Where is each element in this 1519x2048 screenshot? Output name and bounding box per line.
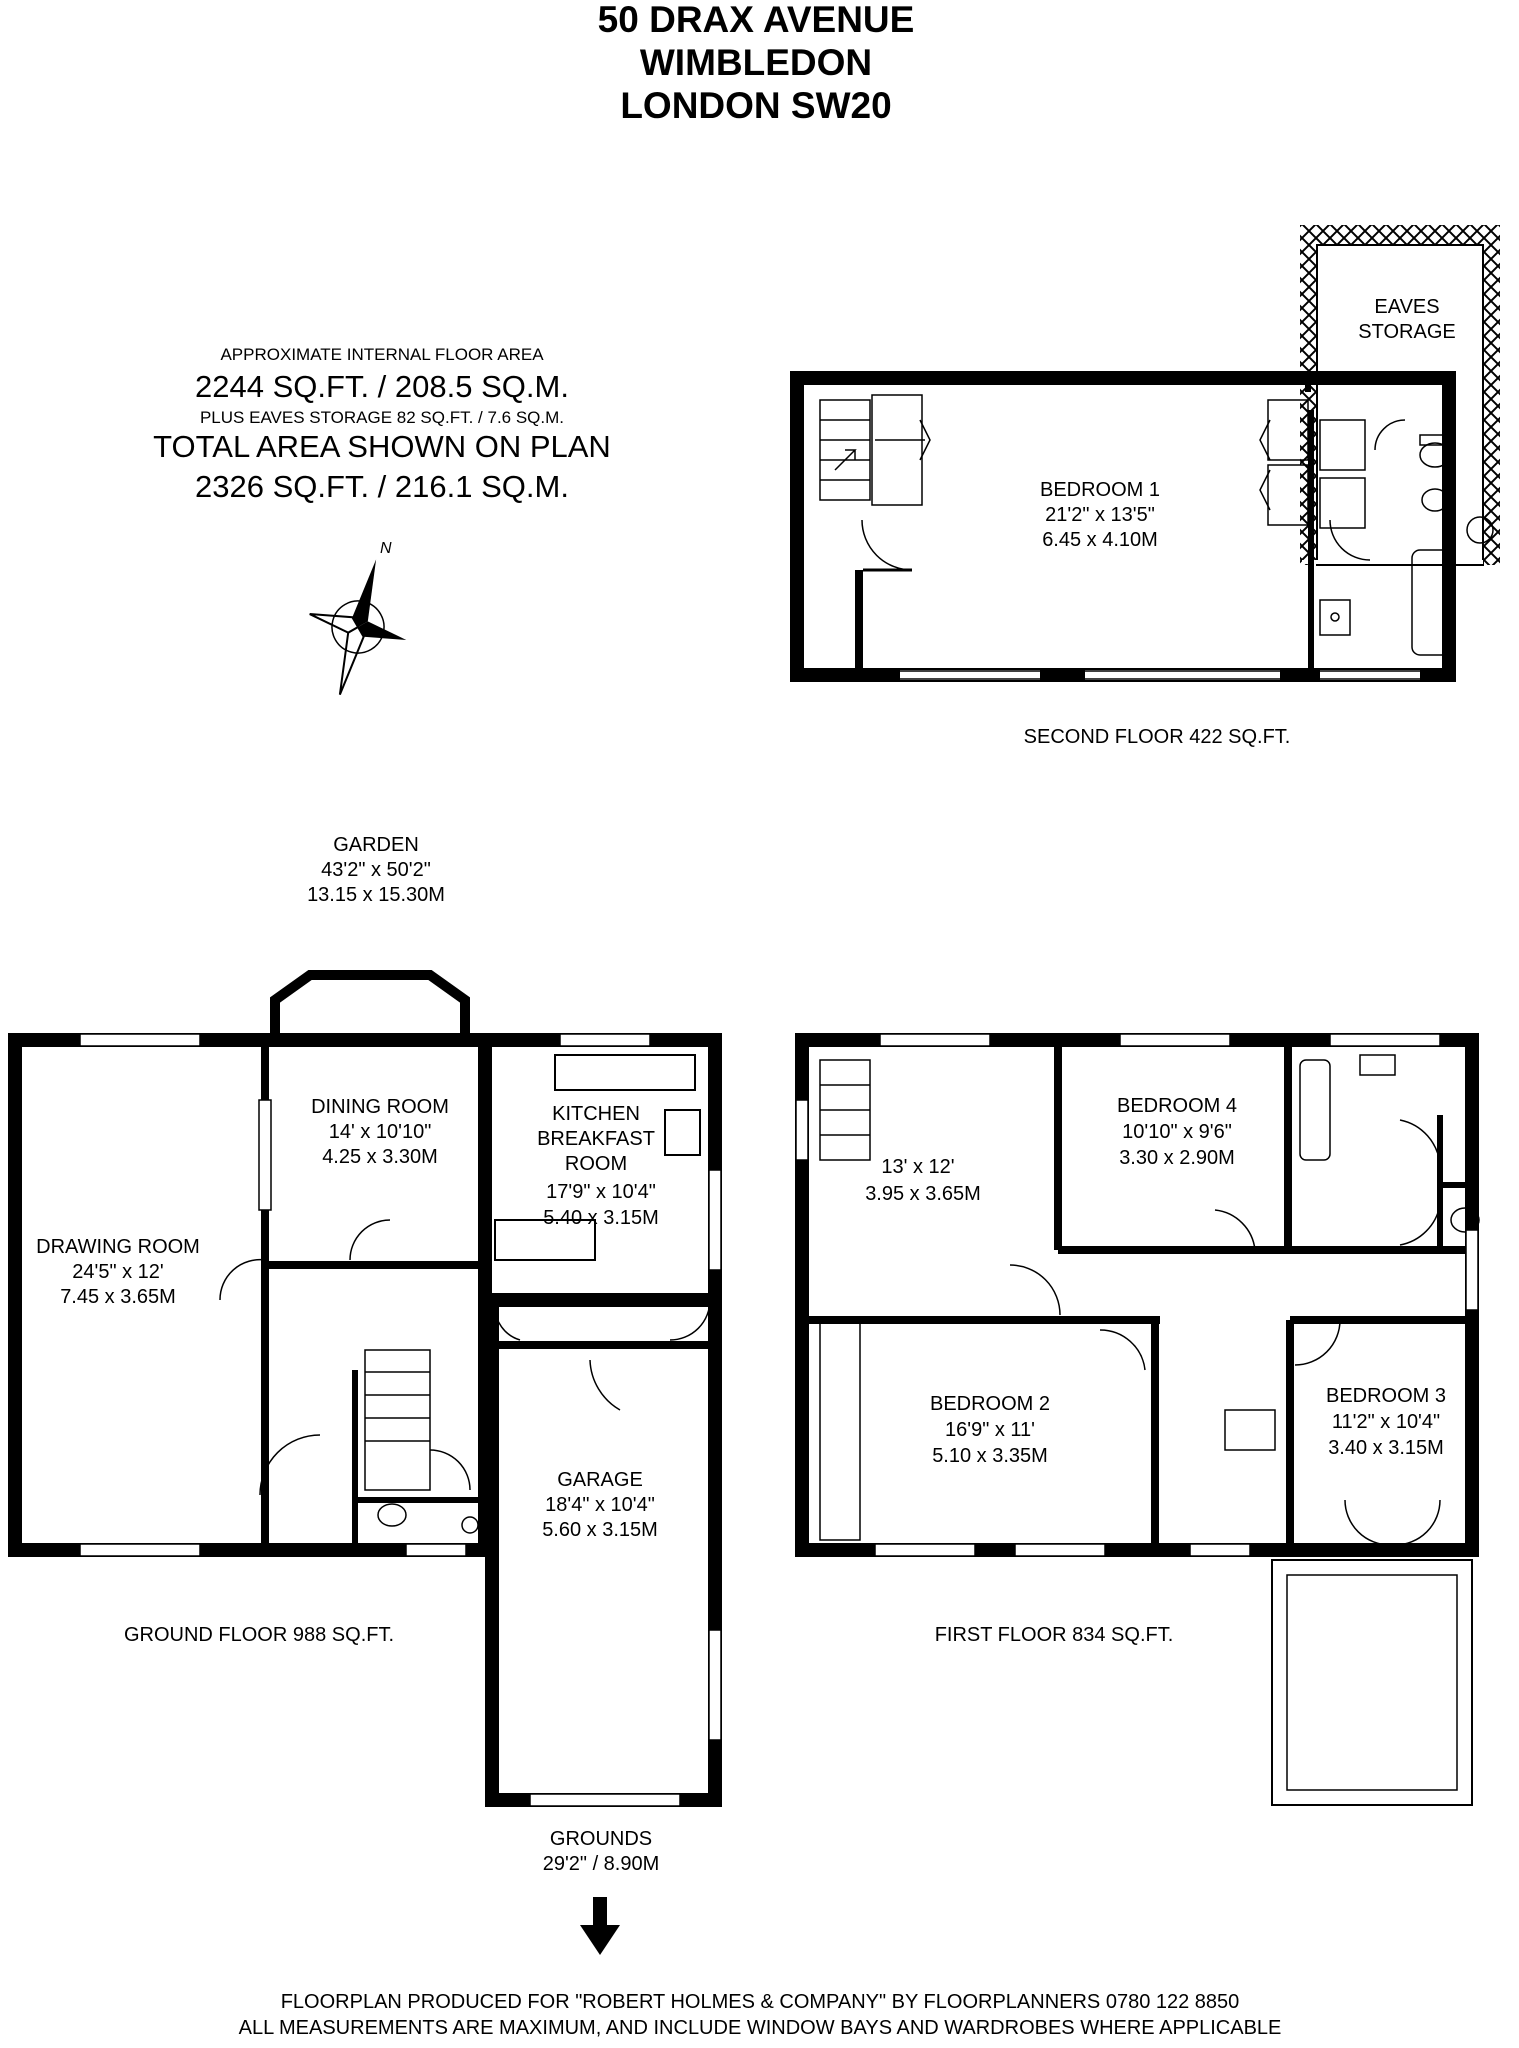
unnamed-room-imperial: 13' x 12' xyxy=(881,1156,955,1178)
bedroom2-metric: 5.10 x 3.35M xyxy=(932,1445,1048,1467)
eaves-line1: EAVES xyxy=(1374,296,1440,318)
first-floor-plan xyxy=(795,1033,1480,1806)
compass-north-label: N xyxy=(380,540,392,557)
bedroom4-metric: 3.30 x 2.90M xyxy=(1119,1147,1235,1169)
bedroom1-name: BEDROOM 1 xyxy=(1039,479,1161,501)
footer-line2: ALL MEASUREMENTS ARE MAXIMUM, AND INCLUD… xyxy=(238,2017,1282,2039)
eaves-line2: STORAGE xyxy=(1358,321,1456,343)
bedroom4-name: BEDROOM 4 xyxy=(1116,1095,1238,1117)
bedroom1-metric: 6.45 x 4.10M xyxy=(1042,529,1158,551)
kitchen-line2: BREAKFAST xyxy=(537,1128,655,1150)
grounds-arrow-icon xyxy=(580,1897,620,1955)
bedroom4-imperial: 10'10" x 9'6" xyxy=(1122,1121,1232,1143)
kitchen-line1: KITCHEN xyxy=(552,1103,640,1125)
bedroom1-imperial: 21'2" x 13'5" xyxy=(1045,504,1155,526)
drawing-room-name: DRAWING ROOM xyxy=(36,1236,200,1258)
drawing-room-metric: 7.45 x 3.65M xyxy=(60,1286,176,1308)
area-internal: 2244 SQ.FT. / 208.5 SQ.M. xyxy=(195,369,569,404)
bedroom3-metric: 3.40 x 3.15M xyxy=(1328,1437,1444,1459)
grounds-name: GROUNDS xyxy=(549,1828,653,1850)
garden-name: GARDEN xyxy=(333,834,419,856)
bedroom3-imperial: 11'2" x 10'4" xyxy=(1331,1411,1441,1433)
second-floor-plan xyxy=(790,225,1500,682)
bedroom2-name: BEDROOM 2 xyxy=(929,1393,1051,1415)
garden-metric: 13.15 x 15.30M xyxy=(307,884,445,906)
dining-room-name: DINING ROOM xyxy=(311,1096,449,1118)
compass-rose xyxy=(309,559,407,695)
area-heading: APPROXIMATE INTERNAL FLOOR AREA xyxy=(220,345,544,364)
dining-room-imperial: 14' x 10'10" xyxy=(328,1121,432,1143)
eaves-storage-room xyxy=(1316,244,1484,566)
ground-floor-caption: GROUND FLOOR 988 SQ.FT. xyxy=(123,1624,395,1646)
unnamed-room-metric: 3.95 x 3.65M xyxy=(865,1183,981,1205)
area-eaves: PLUS EAVES STORAGE 82 SQ.FT. / 7.6 SQ.M. xyxy=(199,408,565,427)
ground-floor-plan xyxy=(8,970,722,1807)
garage-metric: 5.60 x 3.15M xyxy=(542,1519,658,1541)
kitchen-imperial: 17'9" x 10'4" xyxy=(546,1181,656,1203)
drawing-room-imperial: 24'5" x 12' xyxy=(72,1261,164,1283)
area-total: 2326 SQ.FT. / 216.1 SQ.M. xyxy=(195,469,569,504)
dining-room-metric: 4.25 x 3.30M xyxy=(322,1146,438,1168)
title-line1: 50 DRAX AVENUE xyxy=(597,0,915,40)
bedroom3-name: BEDROOM 3 xyxy=(1325,1385,1447,1407)
garden-imperial: 43'2" x 50'2" xyxy=(321,859,431,881)
garage-name: GARAGE xyxy=(557,1469,643,1491)
title-line2: WIMBLEDON xyxy=(639,42,873,83)
first-floor-caption: FIRST FLOOR 834 SQ.FT. xyxy=(934,1624,1174,1646)
grounds-measure: 29'2" / 8.90M xyxy=(542,1853,660,1875)
kitchen-line3: ROOM xyxy=(564,1153,628,1175)
footer-line1: FLOORPLAN PRODUCED FOR "ROBERT HOLMES & … xyxy=(280,1991,1240,2013)
second-floor-caption: SECOND FLOOR 422 SQ.FT. xyxy=(1023,726,1291,748)
kitchen-metric: 5.40 x 3.15M xyxy=(543,1207,659,1229)
garage-imperial: 18'4" x 10'4" xyxy=(545,1494,655,1516)
title-line3: LONDON SW20 xyxy=(620,85,892,126)
bedroom2-imperial: 16'9" x 11' xyxy=(945,1419,1035,1441)
area-total-label: TOTAL AREA SHOWN ON PLAN xyxy=(153,429,611,464)
